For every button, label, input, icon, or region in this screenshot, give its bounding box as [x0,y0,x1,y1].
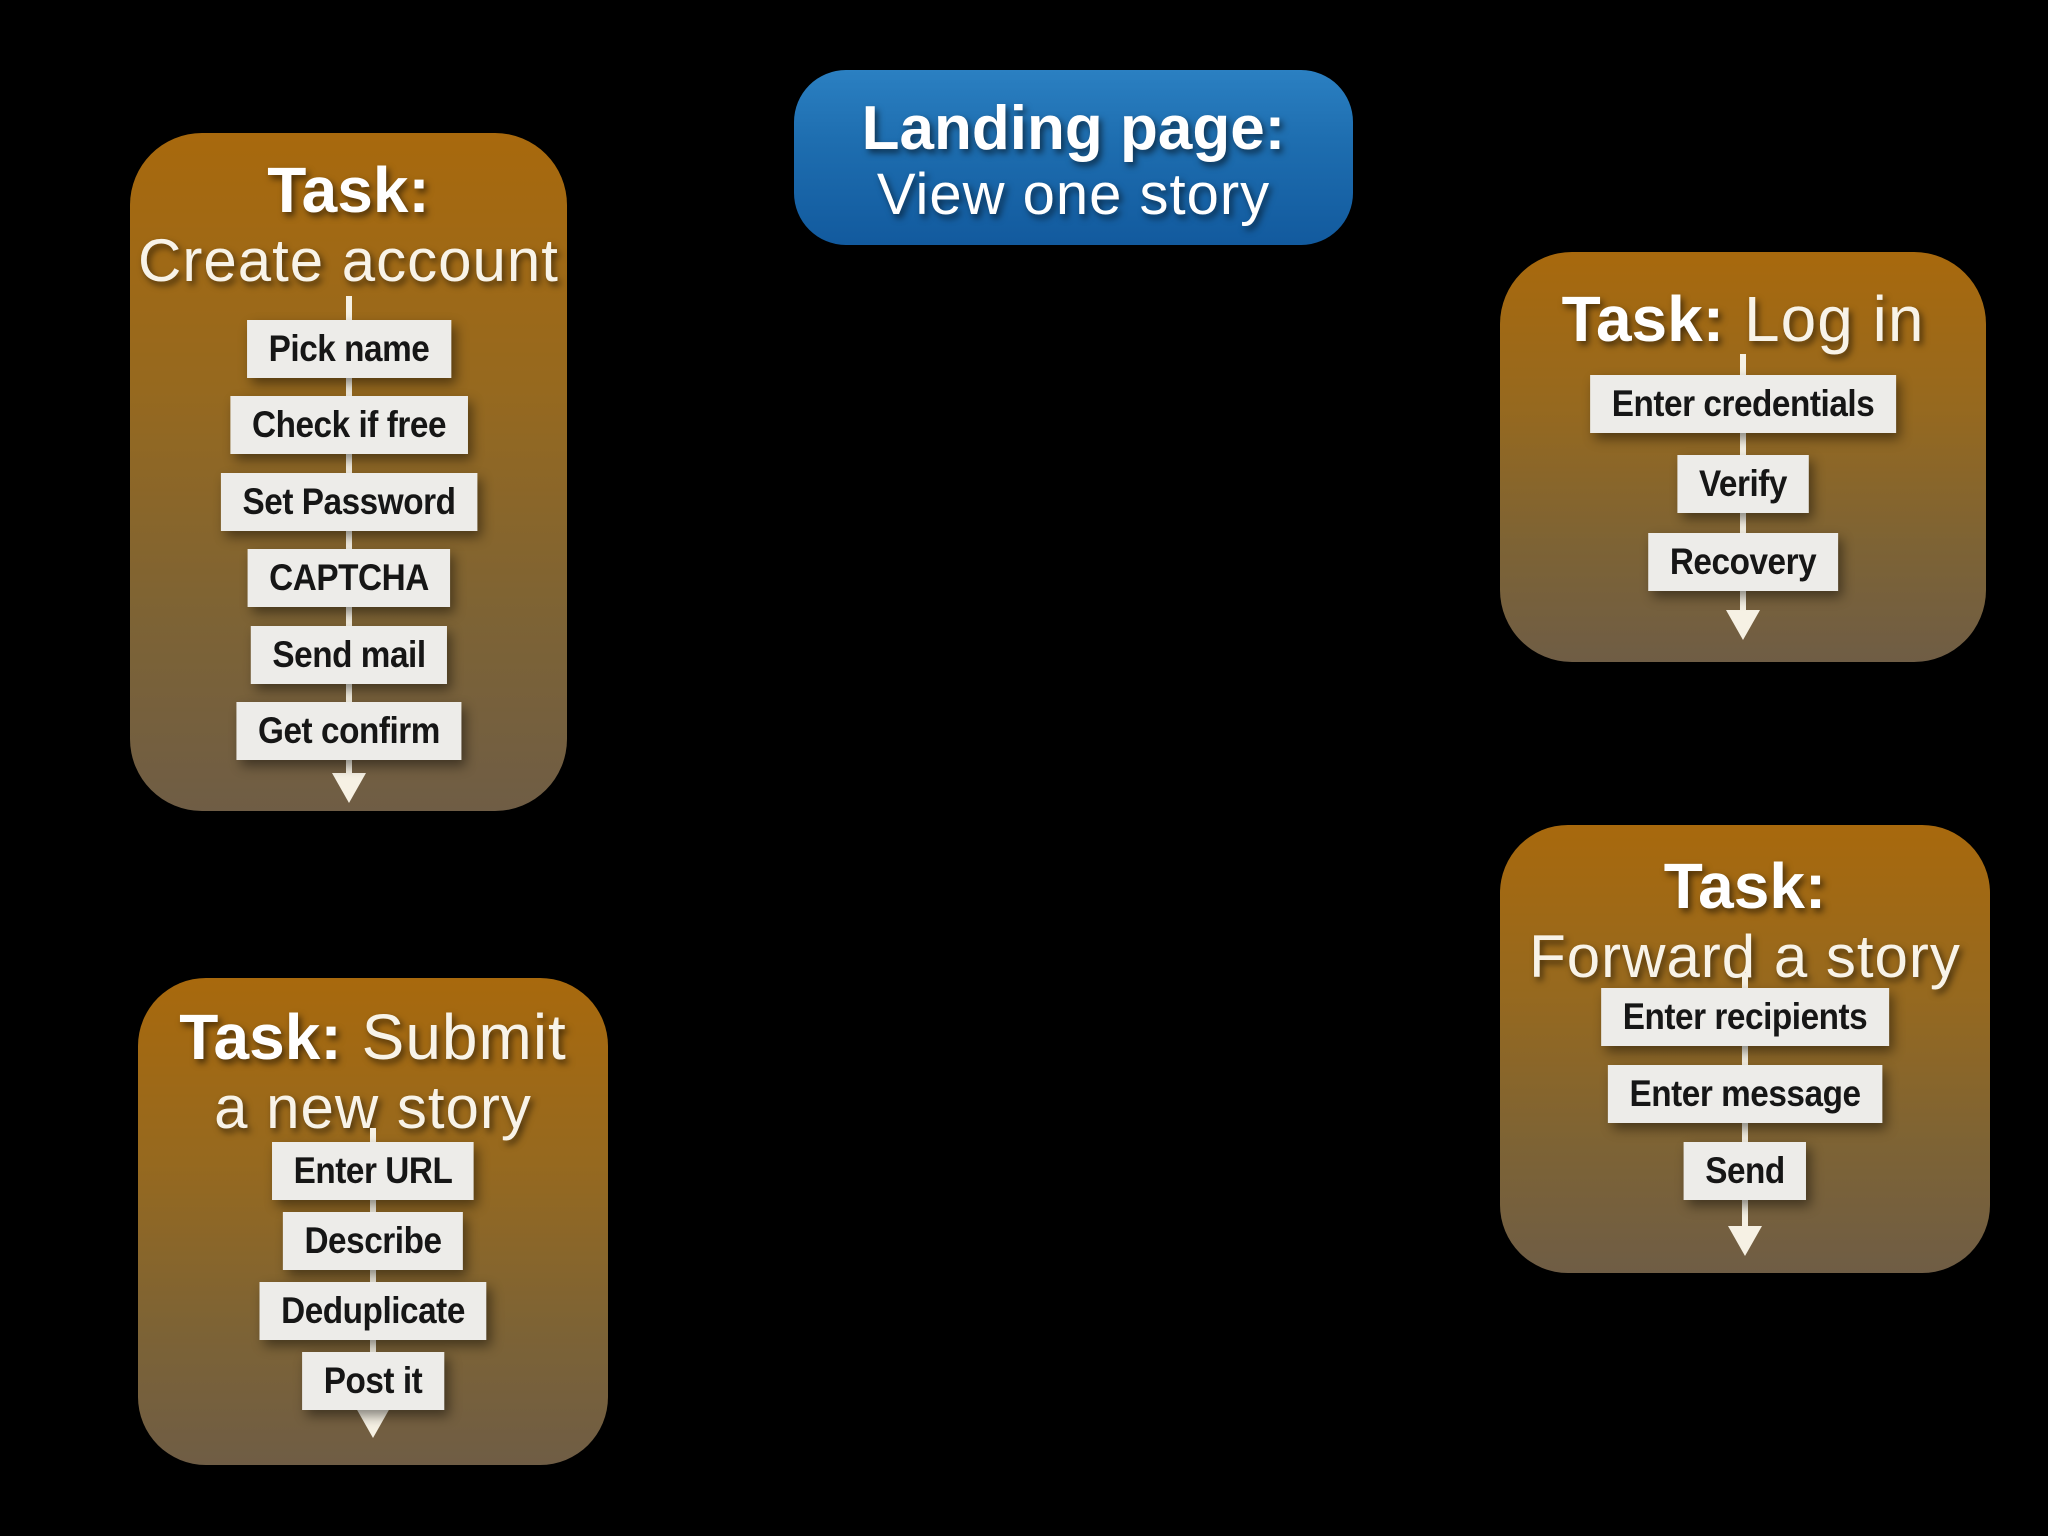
arrow-down-icon [356,1408,390,1438]
flow-step: Enter recipients [1601,988,1889,1046]
flow-step: Verify [1677,455,1809,513]
flow-step: CAPTCHA [247,549,450,607]
task-title-bold: Task: [179,1001,342,1073]
flow-step: Set Password [220,473,477,531]
flow-step: Describe [282,1212,464,1270]
task-title-bold: Task: [1663,850,1827,922]
flow-step: Enter message [1607,1065,1883,1123]
task-submit-story-node: Task:Submit a new story Enter URL Descri… [138,978,608,1465]
flow-step: Enter credentials [1590,375,1896,433]
task-title: Task: Submit [138,1001,608,1074]
flow-step: Send [1683,1142,1807,1200]
arrow-down-icon [331,773,366,803]
flow-step: Enter URL [272,1142,474,1200]
landing-title: Landing page: [861,94,1286,163]
task-create-account-node: Task: Create account Pick name Check if … [130,133,567,811]
task-forward-story-node: Task: Forward a story Enter recipients E… [1500,825,1990,1273]
flow-step: Recovery [1648,533,1838,591]
flow-step: Check if free [229,396,468,454]
task-title-light: Submit [361,1001,567,1073]
arrow-down-icon [1728,1226,1762,1256]
flow-step: Get confirm [235,702,462,760]
landing-subtitle: View one story [876,162,1271,228]
task-title-bold: Task: [267,154,430,226]
flow-step: Deduplicate [259,1282,487,1340]
arrow-down-icon [1726,610,1760,640]
task-title-bold: Task: [1561,283,1725,355]
task-subtitle: Create account [138,226,559,294]
flow-step: Post it [302,1352,444,1410]
task-title: Task: Log in [1500,283,1986,356]
task-title-light: Log in [1744,283,1925,355]
flow-connector [345,296,352,774]
flow-step: Pick name [246,320,451,378]
task-title: Task: [1500,850,1990,923]
task-title: Task: [130,154,567,227]
flow-step: Send mail [250,626,447,684]
task-log-in-node: Task: Log in Enter credentials Verify Rec… [1500,252,1986,662]
landing-page-node: Landing page: View one story [794,70,1353,245]
